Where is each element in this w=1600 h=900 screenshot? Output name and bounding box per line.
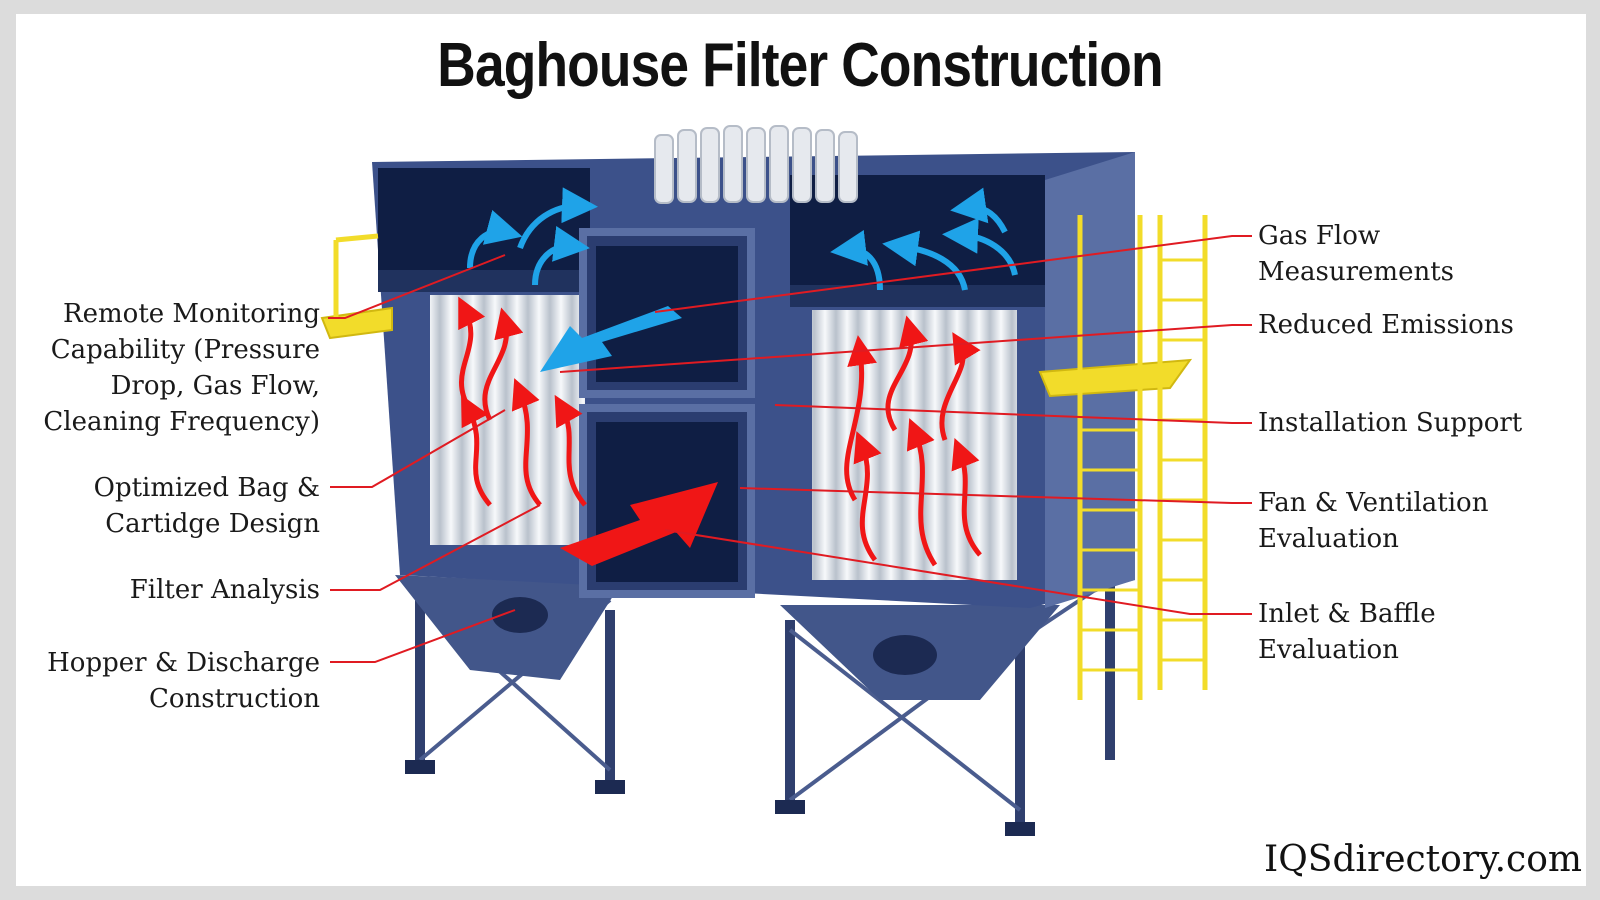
label-line: Cleaning Frequency) (43, 407, 320, 437)
hoppers (395, 575, 1060, 700)
label-line: Filter Analysis (129, 575, 320, 605)
leader-lines (328, 235, 1252, 663)
label-line: Gas Flow (1258, 221, 1381, 251)
brand-watermark: IQSdirectory.com (1264, 839, 1582, 880)
diagram-title: Baghouse Filter Construction (437, 31, 1163, 100)
baghouse-housing (372, 152, 1135, 608)
label-gas-flow: Gas Flow Measurements (1258, 218, 1454, 290)
label-fan-ventilation: Fan & Ventilation Evaluation (1258, 485, 1488, 557)
label-hopper-discharge: Hopper & Discharge Construction (47, 645, 320, 717)
label-line: Remote Monitoring (63, 299, 320, 329)
label-installation-support: Installation Support (1258, 405, 1522, 441)
label-line: Drop, Gas Flow, (110, 371, 320, 401)
label-line: Optimized Bag & (93, 473, 320, 503)
label-line: Fan & Ventilation (1258, 488, 1489, 518)
label-line: Capability (Pressure (50, 335, 320, 365)
dirty-gas-flow-arrows (458, 296, 982, 567)
label-line: Installation Support (1258, 408, 1523, 438)
label-line: Construction (149, 684, 320, 714)
label-line: Hopper & Discharge (47, 648, 320, 678)
label-line: Evaluation (1258, 635, 1399, 665)
top-stack-tubes (654, 125, 858, 204)
clean-gas-flow-arrows (467, 187, 1018, 291)
clean-gas-outlet-arrow (540, 306, 682, 372)
label-remote-monitoring: Remote Monitoring Capability (Pressure D… (43, 296, 320, 440)
label-line: Measurements (1258, 257, 1454, 287)
label-inlet-baffle: Inlet & Baffle Evaluation (1258, 596, 1436, 668)
label-line: Cartidge Design (105, 509, 320, 539)
label-filter-analysis: Filter Analysis (130, 572, 320, 608)
label-line: Evaluation (1258, 524, 1399, 554)
label-line: Reduced Emissions (1258, 310, 1514, 340)
label-reduced-emissions: Reduced Emissions (1258, 307, 1514, 343)
ladder-and-railings (333, 215, 1208, 700)
label-optimized-bag: Optimized Bag & Cartidge Design (94, 470, 320, 542)
label-line: Inlet & Baffle (1258, 599, 1436, 629)
leg-feet (405, 760, 1035, 836)
dirty-gas-inlet-arrow (560, 482, 718, 566)
